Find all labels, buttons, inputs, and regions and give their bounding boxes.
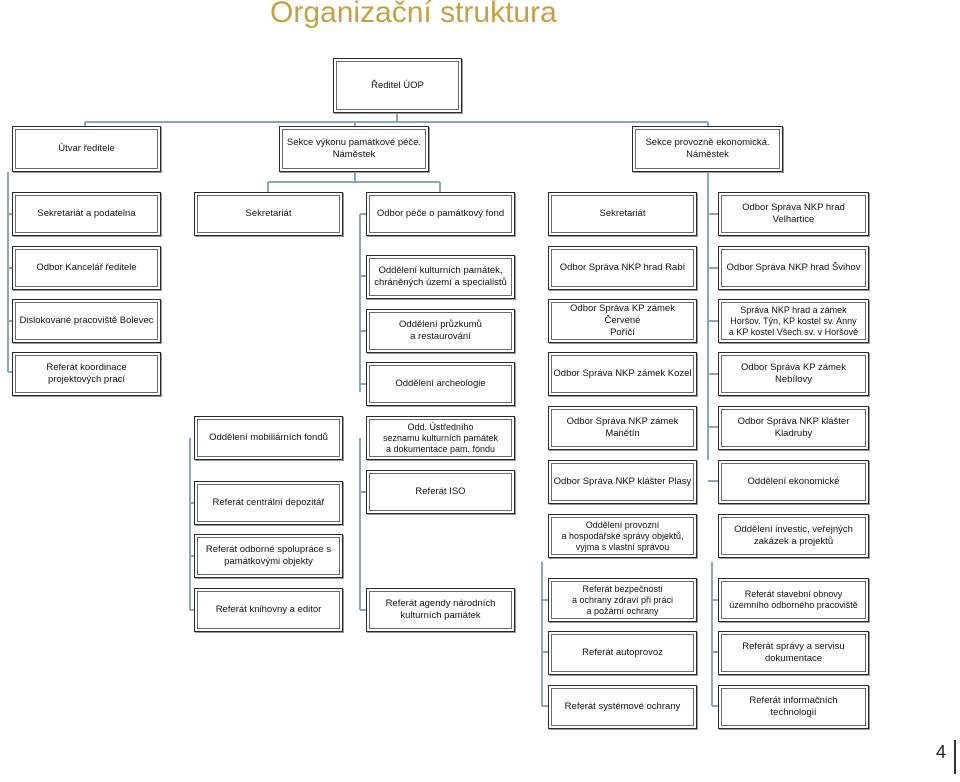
org-unit-e1: Odbor Správa NKP hrad Velhartice bbox=[718, 192, 869, 236]
org-unit-d8: Referát bezpečnosti a ochrany zdraví při… bbox=[548, 578, 697, 622]
org-unit-e3: Správa NKP hrad a zámek Horšov. Týn, KP … bbox=[718, 299, 869, 343]
org-unit-d6: Odbor Správa NKP klášter Plasy bbox=[548, 460, 697, 504]
org-unit-c6: Referát ISO bbox=[366, 470, 515, 514]
org-unit-c2: Oddělení kulturních památek, chráněných … bbox=[366, 255, 515, 299]
org-unit-e7: Oddělení investic, veřejných zakázek a p… bbox=[718, 514, 869, 558]
org-unit-b5: Referát knihovny a editor bbox=[194, 588, 343, 632]
sekce-provozne-box: Sekce provozně ekonomická. Náměstek bbox=[632, 126, 783, 172]
org-unit-b4: Referát odborné spolupráce s památkovými… bbox=[194, 534, 343, 578]
org-unit-b3: Referát centrální depozitář bbox=[194, 481, 343, 525]
org-unit-c7: Referát agendy národních kulturních pamá… bbox=[366, 588, 515, 632]
org-unit-a1: Sekretariát a podatelna bbox=[12, 192, 161, 236]
org-unit-e6: Oddělení ekonomické bbox=[718, 460, 869, 504]
page-number-divider bbox=[954, 740, 956, 774]
org-unit-d7: Oddělení provozní a hospodářské správy o… bbox=[548, 514, 697, 558]
org-unit-e8: Referát stavební obnovy územního odborné… bbox=[718, 578, 869, 622]
org-unit-e10: Referát informačních technologií bbox=[718, 685, 869, 729]
page-title: Organizační struktura bbox=[270, 0, 557, 29]
org-unit-d10: Referát systémové ochrany bbox=[548, 685, 697, 729]
org-unit-c3: Oddělení průzkumů a restaurování bbox=[366, 309, 515, 353]
org-unit-b1: Sekretariát bbox=[194, 192, 343, 236]
org-unit-d4: Odbor Správa NKP zámek Kozel bbox=[548, 352, 697, 396]
org-unit-c4: Oddělení archeologie bbox=[366, 362, 515, 406]
org-unit-c1: Odbor péče o památkový fond bbox=[366, 192, 515, 236]
org-unit-d5: Odbor Správa NKP zámek Manětín bbox=[548, 406, 697, 450]
org-unit-e2: Odbor Správa NKP hrad Švihov bbox=[718, 246, 869, 290]
org-unit-a2: Odbor Kancelář ředitele bbox=[12, 246, 161, 290]
org-unit-d1: Sekretariát bbox=[548, 192, 697, 236]
org-unit-d9: Referát autoprovoz bbox=[548, 631, 697, 675]
sekce-vykonu-box: Sekce výkonu památkové péče. Náměstek bbox=[279, 126, 429, 172]
org-unit-e5: Odbor Správa NKP klášter Kladruby bbox=[718, 406, 869, 450]
org-unit-e4: Odbor Správa KP zámek Nebílovy bbox=[718, 352, 869, 396]
org-unit-a4: Referát koordinace projektových prací bbox=[12, 352, 161, 396]
utvar-reditele-box: Útvar ředitele bbox=[12, 126, 161, 172]
org-unit-d2: Odbor Správa NKP hrad Rabí bbox=[548, 246, 697, 290]
org-unit-c5: Odd. Ústředního seznamu kulturních památ… bbox=[366, 416, 515, 460]
org-unit-b2: Oddělení mobiliárních fondů bbox=[194, 416, 343, 460]
director-box: Ředitel ÚOP bbox=[333, 58, 462, 113]
page-number: 4 bbox=[936, 742, 947, 762]
org-unit-d3: Odbor Správa KP zámek Červené Poříčí bbox=[548, 299, 697, 343]
org-unit-e9: Referát správy a servisu dokumentace bbox=[718, 631, 869, 675]
org-unit-a3: Dislokované pracoviště Bolevec bbox=[12, 299, 161, 343]
